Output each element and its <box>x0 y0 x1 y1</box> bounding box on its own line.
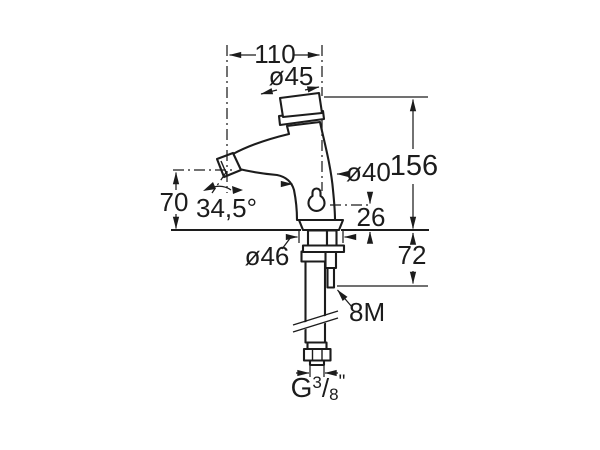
threaded-shank <box>306 229 329 247</box>
hose-nut-tip <box>308 359 326 367</box>
hose-break-mask <box>293 312 338 333</box>
dim-total-height: 156 <box>324 96 438 229</box>
base-flange <box>297 218 345 232</box>
dim-outlet-to-deck: 26 <box>357 191 386 244</box>
dim-label-34-5deg: 34,5° <box>196 193 257 223</box>
braided-hose <box>304 260 327 344</box>
fixing-stud <box>324 250 338 270</box>
dim-label-156: 156 <box>390 150 438 182</box>
dim-label-110: 110 <box>254 39 295 69</box>
dim-spout-reach: 110 <box>229 39 320 69</box>
under-deck-group <box>292 229 346 367</box>
dim-body-diameter: ø40 <box>280 157 391 188</box>
dim-spout-angle: 34,5° <box>196 182 257 223</box>
dimension-annotations: 110 ø45 ø40 156 70 <box>160 39 439 404</box>
dim-stud-thread: 8M <box>337 289 385 327</box>
faucet-body-group <box>215 91 345 232</box>
dim-label-d40: ø40 <box>346 157 391 187</box>
dim-spout-height: 70 <box>160 172 189 229</box>
dim-base-diameter: ø46 <box>245 231 357 271</box>
spout-nozzle <box>215 151 243 179</box>
stud-upper <box>325 229 338 247</box>
fixing-washer-plate <box>301 244 346 254</box>
fixing-stud-tip <box>326 266 336 289</box>
spout-angle-axis <box>211 170 228 194</box>
dim-knob-diameter: ø45 <box>260 61 320 95</box>
dim-label-72: 72 <box>398 240 427 270</box>
dim-under-deck-length: 72 <box>337 232 428 287</box>
dim-label-8m: 8M <box>349 297 385 327</box>
control-knob <box>278 91 324 119</box>
hose-break-line-1 <box>292 310 339 326</box>
dim-label-d46: ø46 <box>245 241 290 271</box>
hose-nut <box>302 347 332 362</box>
center-lines <box>173 45 368 206</box>
keyhole-indicator <box>307 187 326 212</box>
dim-label-70: 70 <box>160 187 189 217</box>
dim-supply-thread: G3/8" <box>291 366 346 404</box>
dim-label-26: 26 <box>357 202 386 232</box>
dim-label-d45: ø45 <box>269 61 314 91</box>
hose-break-line-2 <box>292 317 339 333</box>
dim-label-g38: G3/8" <box>291 372 346 404</box>
